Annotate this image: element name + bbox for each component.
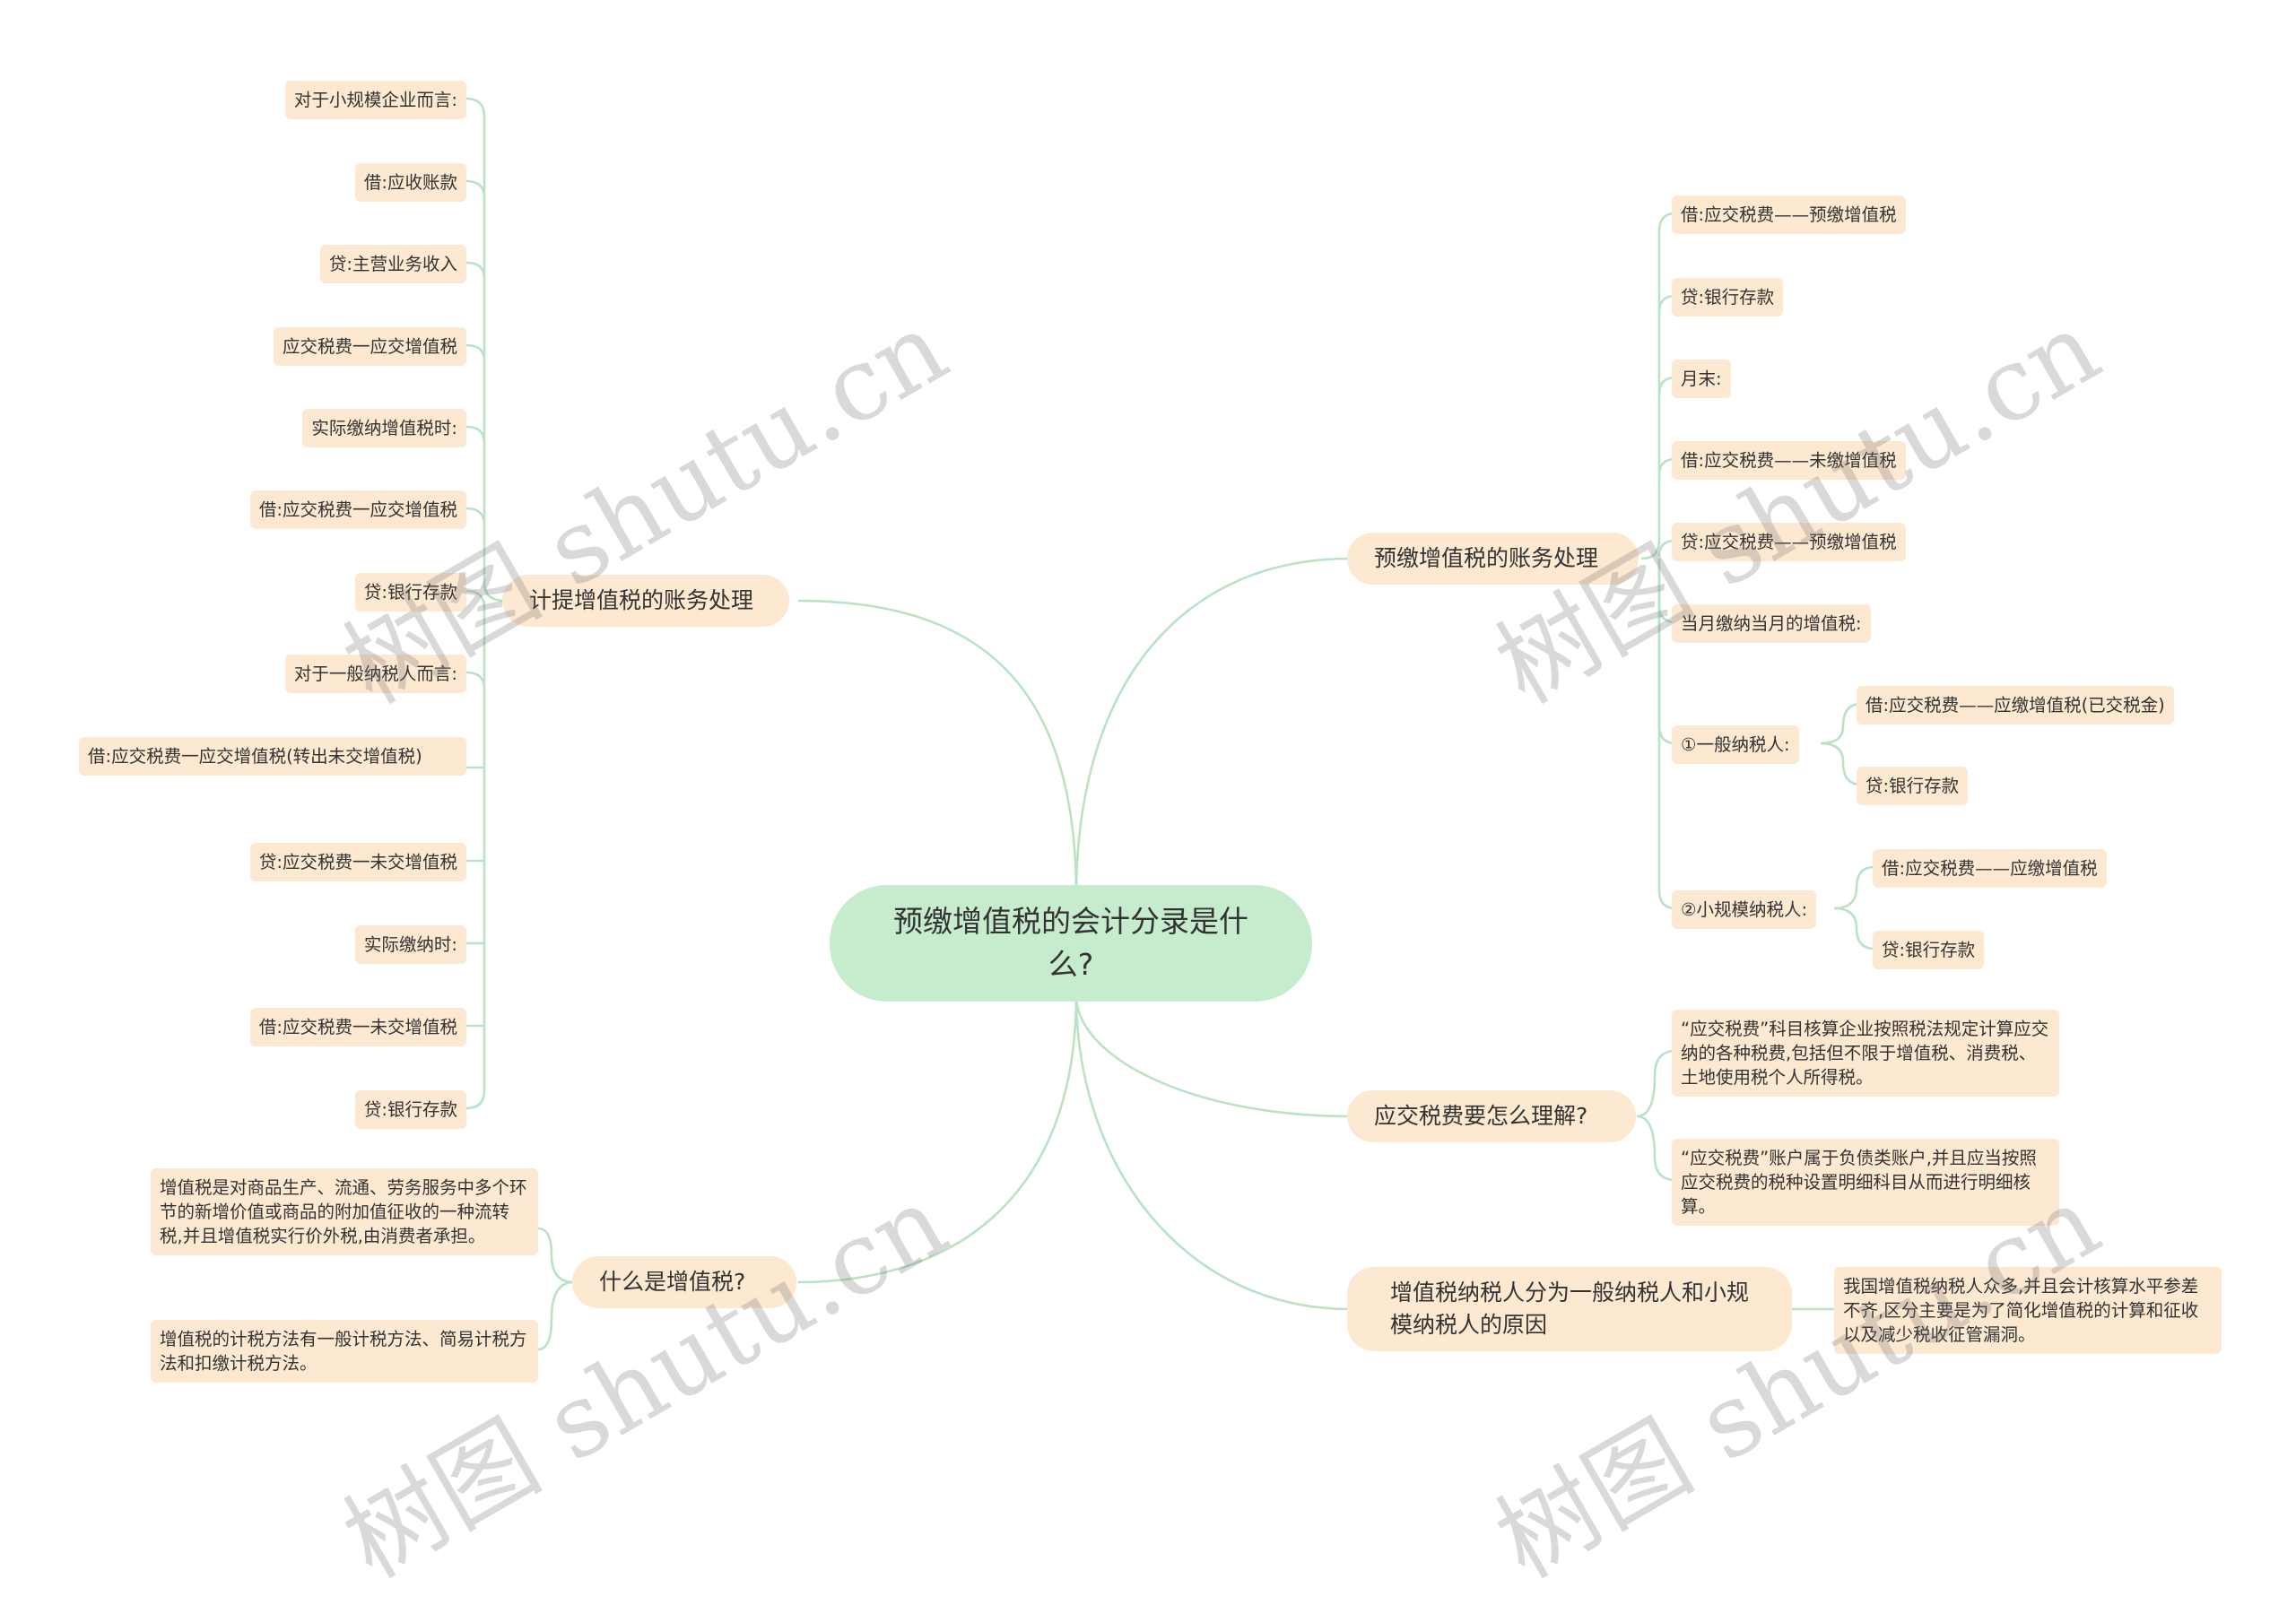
topic-prepaid-vat[interactable]: 预缴增值税的账务处理	[1347, 533, 1639, 585]
link-root-right-bottom	[1074, 994, 1351, 1311]
root-topic[interactable]: 预缴增值税的会计分录是什么?	[830, 885, 1312, 1002]
leaf-small-business[interactable]: 对于小规模企业而言:	[284, 81, 466, 119]
leaf-debit-prepaid-vat[interactable]: 借:应交税费——预缴增值税	[1672, 195, 1906, 234]
leaf-credit-bank-3[interactable]: 贷:银行存款	[1672, 278, 1784, 317]
topic-taxpayer-classification[interactable]: 增值税纳税人分为一般纳税人和小规模纳税人的原因	[1347, 1267, 1792, 1351]
leaf-general-taxpayer-2[interactable]: ①一般纳税人:	[1672, 725, 1799, 764]
leaf-actual-payment-2[interactable]: 实际缴纳时:	[354, 925, 466, 964]
leaf-credit-bank-1[interactable]: 贷:银行存款	[354, 573, 466, 612]
leaf-debit-unpaid-vat[interactable]: 借:应交税费一未交增值税	[249, 1008, 466, 1046]
leaf-general-taxpayer[interactable]: 对于一般纳税人而言:	[284, 655, 466, 693]
leaf-vat-payable[interactable]: 应交税费一应交增值税	[273, 327, 466, 366]
link-root-right-mid	[1074, 994, 1351, 1118]
leaf-actual-payment[interactable]: 实际缴纳增值税时:	[302, 409, 466, 447]
leaf-credit-bank-4[interactable]: 贷:银行存款	[1857, 767, 1969, 805]
leaf-debit-vat-due[interactable]: 借:应交税费——应缴增值税	[1873, 849, 2107, 888]
leaf-debit-receivable[interactable]: 借:应收账款	[354, 163, 466, 202]
leaf-credit-unpaid-vat[interactable]: 贷:应交税费一未交增值税	[249, 843, 466, 881]
leaf-current-month-vat[interactable]: 当月缴纳当月的增值税:	[1672, 604, 1871, 643]
topic-accrual-vat[interactable]: 计提增值税的账务处理	[502, 575, 789, 627]
leaf-month-end[interactable]: 月末:	[1672, 360, 1731, 398]
leaf-small-taxpayer[interactable]: ②小规模纳税人:	[1672, 890, 1817, 929]
leaf-debit-vat-payable[interactable]: 借:应交税费一应交增值税	[249, 490, 466, 529]
leaf-credit-bank-2[interactable]: 贷:银行存款	[354, 1090, 466, 1129]
link-root-left-top	[797, 599, 1078, 898]
leaf-liability-account[interactable]: “应交税费”账户属于负债类账户,并且应当按照应交税费的税种设置明细科目从而进行明…	[1672, 1139, 2059, 1226]
leaf-credit-revenue[interactable]: 贷:主营业务收入	[319, 245, 466, 283]
link-root-left-bottom	[797, 994, 1078, 1284]
leaf-vat-methods[interactable]: 增值税的计税方法有一般计税方法、简易计税方法和扣缴计税方法。	[151, 1320, 538, 1383]
leaf-debit-vat-paid[interactable]: 借:应交税费——应缴增值税(已交税金)	[1857, 686, 2174, 724]
leaf-classification-reason[interactable]: 我国增值税纳税人众多,并且会计核算水平参差不齐,区分主要是为了简化增值税的计算和…	[1834, 1267, 2222, 1354]
leaf-credit-bank-5[interactable]: 贷:银行存款	[1873, 931, 1985, 969]
leaf-vat-definition[interactable]: 增值税是对商品生产、流通、劳务服务中多个环节的新增价值或商品的附加值征收的一种流…	[151, 1168, 538, 1255]
leaf-credit-prepaid-vat[interactable]: 贷:应交税费——预缴增值税	[1672, 523, 1906, 561]
topic-what-is-vat[interactable]: 什么是增值税?	[572, 1256, 796, 1308]
leaf-taxes-payable-account[interactable]: “应交税费”科目核算企业按照税法规定计算应交纳的各种税费,包括但不限于增值税、消…	[1672, 1010, 2059, 1097]
link-root-right-top	[1074, 557, 1351, 898]
topic-taxes-payable[interactable]: 应交税费要怎么理解?	[1347, 1090, 1636, 1142]
leaf-debit-transfer-unpaid[interactable]: 借:应交税费一应交增值税(转出未交增值税)	[79, 737, 466, 776]
leaf-debit-unpaid-vat-2[interactable]: 借:应交税费——未缴增值税	[1672, 441, 1906, 480]
